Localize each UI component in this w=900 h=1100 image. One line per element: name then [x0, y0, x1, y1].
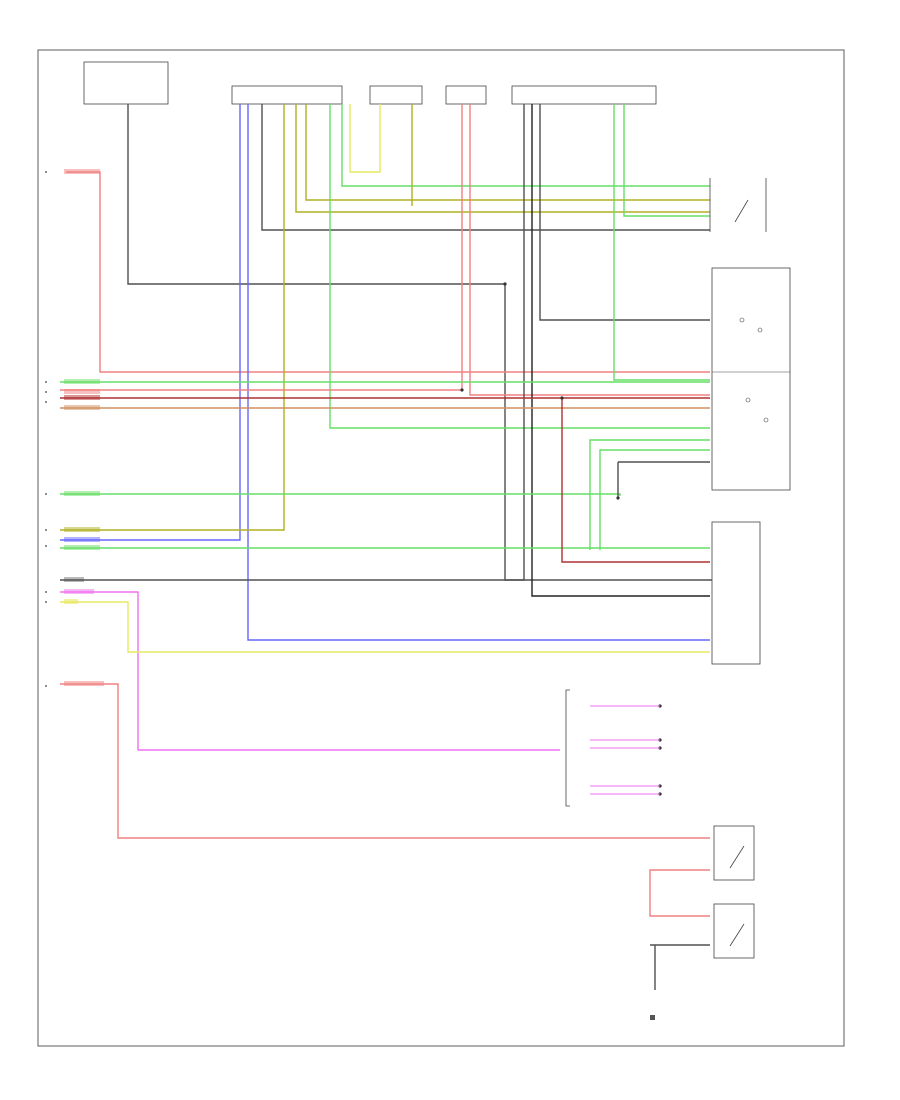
wire-label [64, 589, 94, 594]
wire-yellow-radio [349, 104, 381, 173]
wire-green-1 [329, 104, 710, 429]
left-seat-connector [445, 85, 487, 105]
wire-blue-1 [60, 104, 241, 541]
diagram-frame [37, 49, 845, 1047]
pin-marker [45, 381, 47, 383]
pin-marker [45, 591, 47, 593]
wire-green-2 [341, 104, 710, 187]
wire-green-lcu-1 [613, 104, 710, 381]
pin-marker [45, 601, 47, 603]
rear-switch-2-contact [729, 923, 745, 947]
pin-marker [45, 493, 47, 495]
splice-dot [560, 396, 564, 400]
wire-olive-1 [60, 104, 285, 531]
instrument-cluster-connector [231, 85, 343, 105]
wire-black-lcu [531, 104, 710, 597]
right-components [565, 178, 791, 1020]
wire-label [64, 599, 78, 604]
module-contact [757, 327, 763, 333]
pin-marker [45, 171, 47, 173]
splice-dot [616, 496, 620, 500]
wire-label [64, 389, 100, 394]
lower-system-wires [590, 705, 660, 795]
wire-green-lcu-2 [623, 104, 710, 217]
splice-dot [460, 388, 464, 392]
rear-switch-2 [713, 903, 755, 959]
wire-gray-lcu-1 [60, 104, 525, 581]
pin-marker [45, 391, 47, 393]
wire-label [64, 545, 100, 550]
vertical-wires [60, 104, 742, 641]
wire-label [64, 169, 100, 174]
wire-label [64, 491, 100, 496]
wire-red-switch [649, 869, 710, 917]
pin-marker [45, 545, 47, 547]
wire-red-seat-2 [469, 104, 710, 396]
wire-gray-lcu-2 [539, 104, 710, 321]
wire-gray-ground [617, 461, 710, 498]
wire-label [64, 577, 84, 582]
module-contact [745, 397, 751, 403]
pin-marker [45, 685, 47, 687]
wire-yellow-bus [60, 601, 710, 653]
pin-marker [45, 401, 47, 403]
splice-dot [503, 282, 507, 286]
module-contact [739, 317, 745, 323]
lower-connector-bracket [565, 689, 570, 807]
left-wire-labels [64, 169, 104, 686]
wire-label [64, 537, 100, 542]
wire-dark-red-2 [561, 398, 710, 563]
wire-red-lower [60, 683, 710, 839]
wire-label [64, 395, 100, 400]
transmission-switch-contact [734, 199, 749, 223]
left-pin-markers [45, 171, 47, 687]
transmission-switch-bracket [709, 178, 767, 232]
ground-symbol [650, 1015, 655, 1020]
rear-switch-1-contact [729, 845, 745, 869]
wire-red-seat [60, 104, 463, 391]
wire-label [64, 681, 104, 686]
module-contact [763, 417, 769, 423]
wire-label [64, 527, 100, 532]
horizontal-wires [60, 381, 710, 990]
wire-fuse-gray [127, 104, 742, 581]
wire-green-bus-5 [599, 449, 710, 550]
pin-marker [45, 529, 47, 531]
left-control-unit-connector [511, 85, 657, 105]
wire-olive-2 [295, 104, 710, 213]
wire-green-bus-2 [60, 493, 621, 496]
wire-green-bus-4 [589, 439, 710, 550]
radio-connector [369, 85, 423, 105]
top-connectors [83, 61, 657, 105]
wire-olive-3 [305, 104, 710, 201]
wire-label [64, 405, 100, 410]
wire-pink-bus [60, 591, 560, 751]
wire-blue-2 [247, 104, 710, 641]
brake-module-box [711, 521, 761, 665]
wire-label [64, 379, 100, 384]
wire-gray-cluster [261, 104, 710, 231]
rear-switch-1 [713, 825, 755, 881]
splice-dots [460, 282, 662, 796]
fuse-box-connector [83, 61, 169, 105]
steering-module-box [711, 267, 791, 491]
